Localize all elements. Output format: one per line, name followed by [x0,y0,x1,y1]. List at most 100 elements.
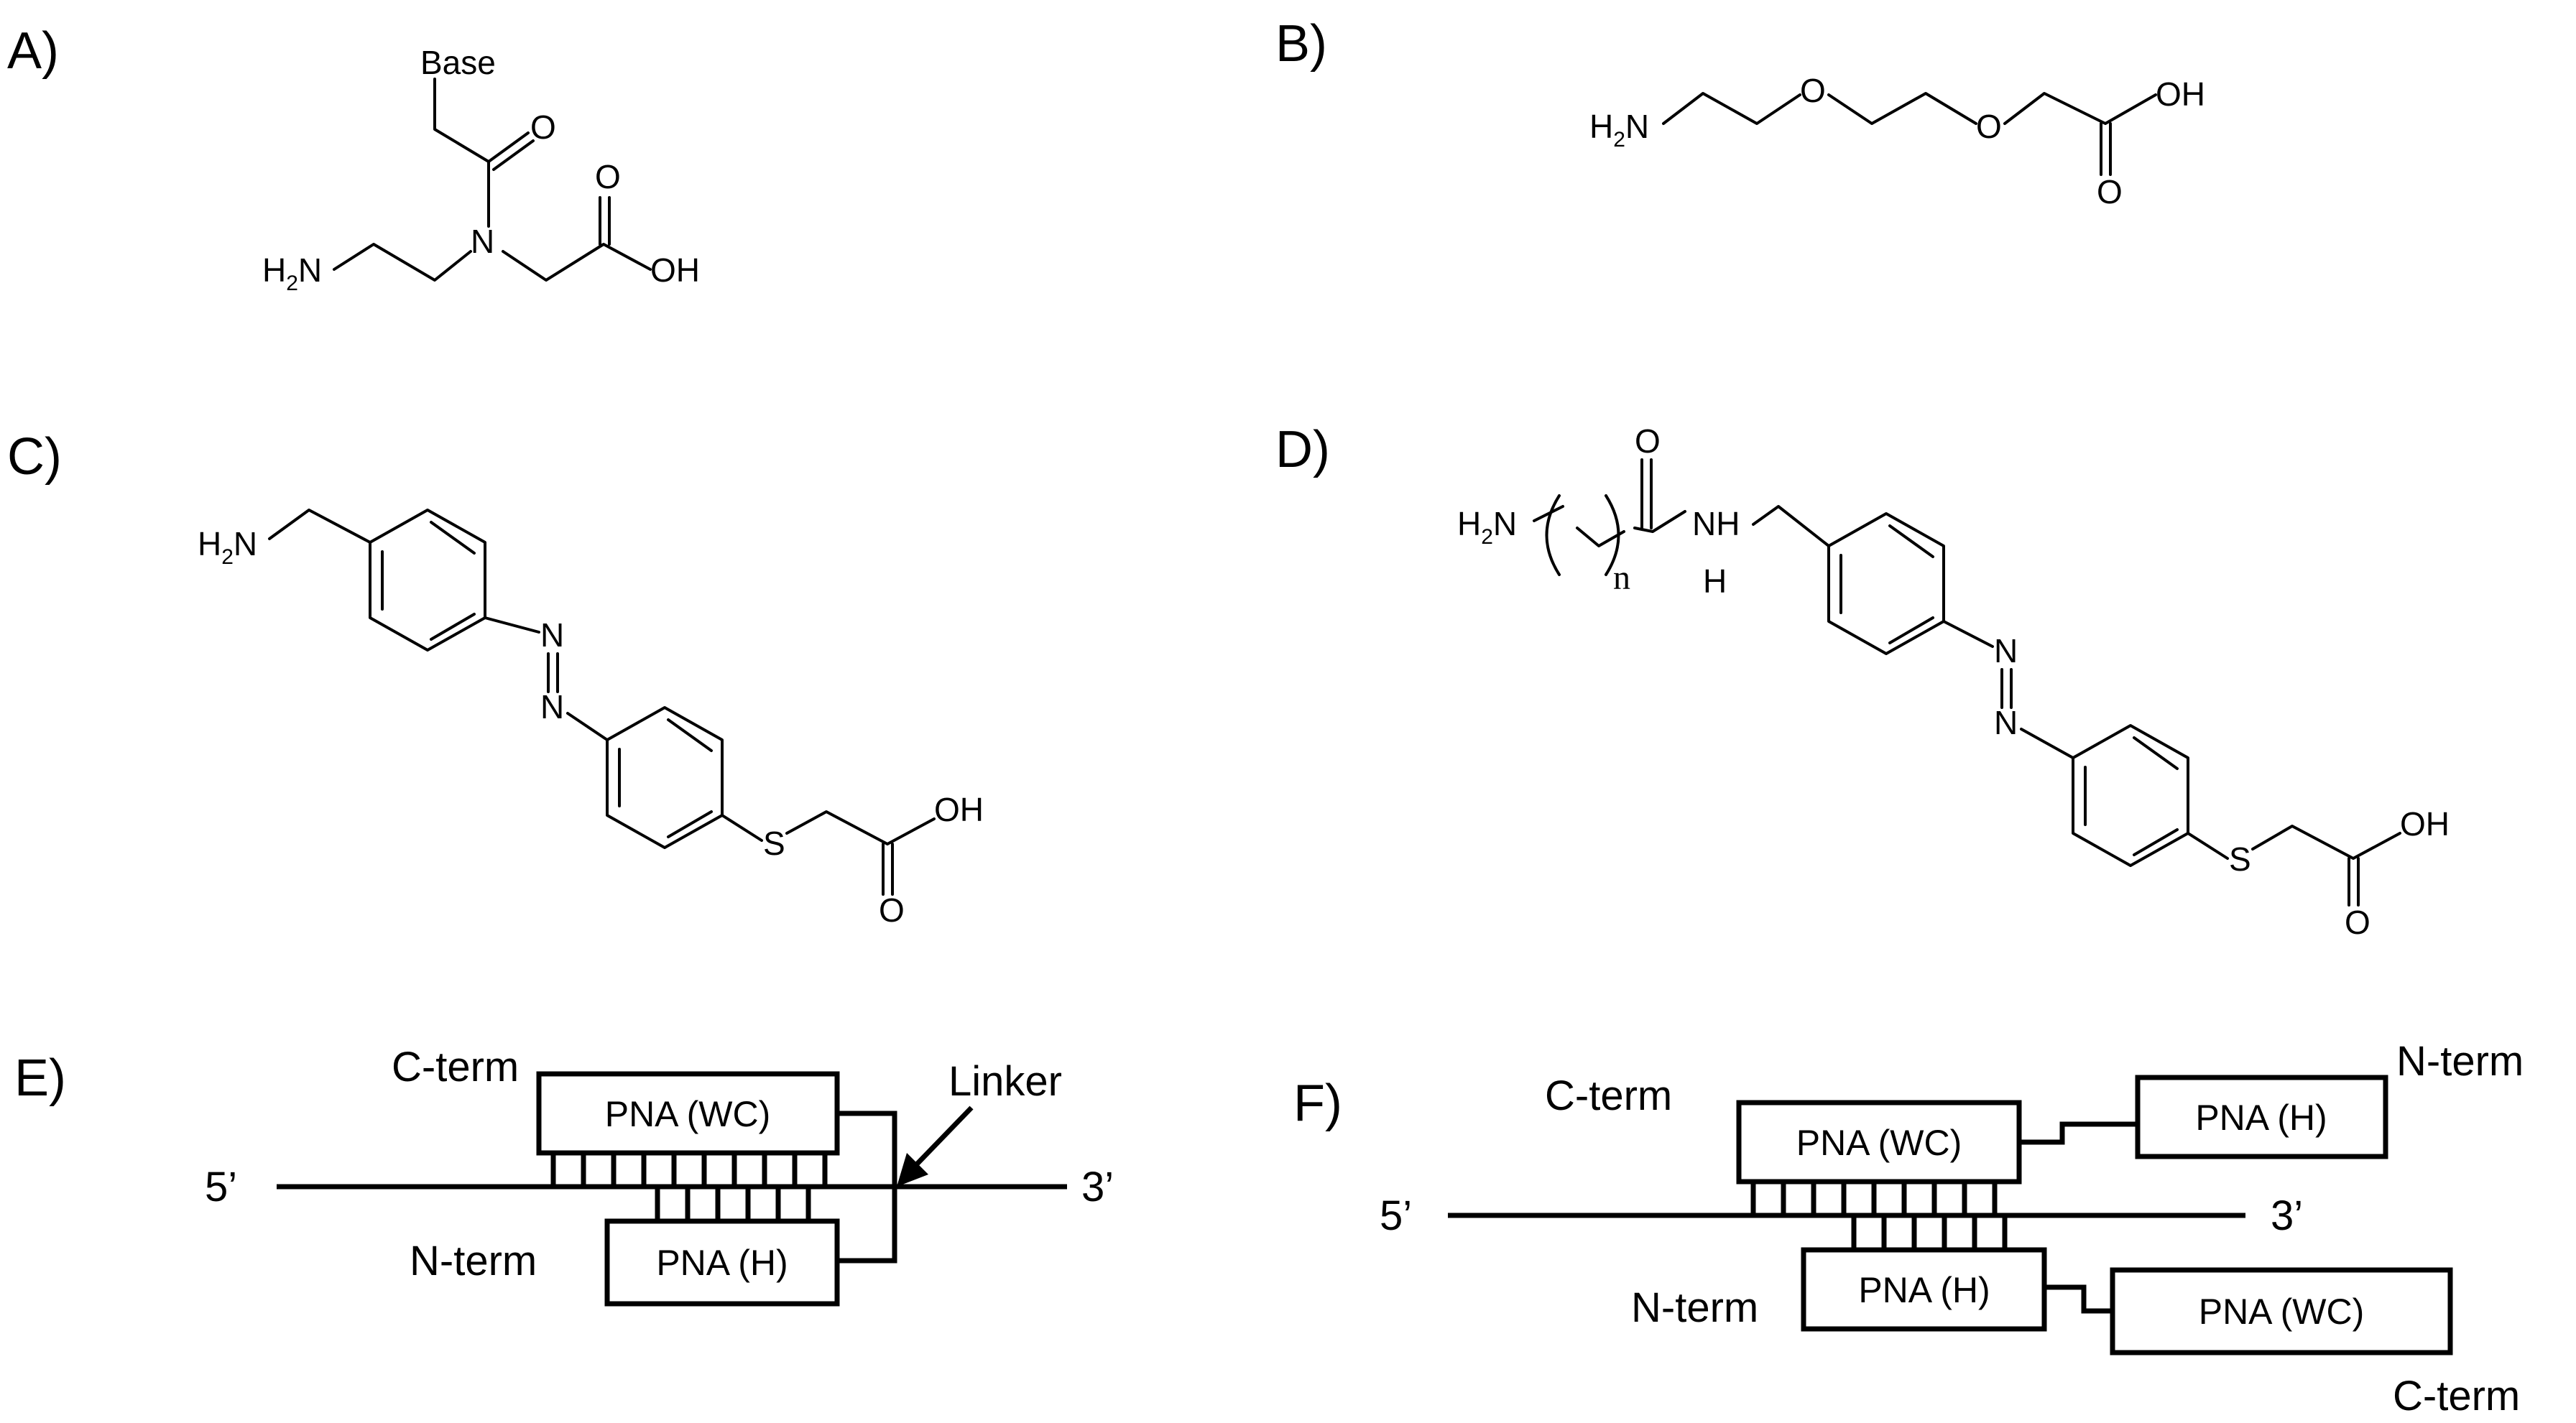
pna-h-box-f [1801,1247,2047,1332]
benzene-ring-2 [606,706,724,849]
bond-repeat-chain [1576,527,1625,547]
bond-azo-double-d [2000,668,2013,709]
hydroxyl-group-c: OH [934,791,984,828]
bond-acid-double [599,196,611,246]
diagram-e-bispna-linked: 5’ 3’ C-term N-term Linker PNA (WC) PNA … [205,1044,1114,1307]
bond-aminoethyl [333,243,472,282]
bond-ring1-azo [484,616,540,634]
tail-linker-bottom [2044,1284,2113,1314]
hydroxyl-group: OH [650,251,700,289]
amine-group: H2N [262,251,322,295]
amine-group-c: H2N [198,525,257,569]
bond-thioacetic-d [2187,825,2401,860]
tail-linker-top [2019,1121,2138,1145]
bond-aminomethyl [268,509,371,544]
bond-chain-1 [1662,92,1801,125]
pna-h-label-e: PNA (H) [656,1243,788,1283]
bond-chain-2 [1827,92,1977,125]
ether-oxygen-2: O [1976,108,2002,145]
n-term-right-f: N-term [2396,1038,2524,1085]
pna-wc-label-f: PNA (WC) [1796,1123,1962,1163]
pna-h-box-e [604,1218,840,1307]
n-term-f: N-term [1631,1284,1758,1331]
bond-ringd1-azo [1942,620,1994,648]
linker-label: Linker [948,1058,1062,1105]
amide-h: H [1703,562,1727,600]
bond-acid-double-b [2100,122,2112,176]
bond-amine-chain [1533,505,1564,522]
diagram-f-bispna-unlinked: 5’ 3’ C-term N-term PNA (WC) PNA (H) PNA… [1380,1038,2524,1419]
pna-wc-box-e [536,1071,840,1156]
panel-label-a: A) [7,22,59,80]
bond-amide-double [487,131,535,171]
linker-line-e [837,1111,897,1264]
c-term-right-f: C-term [2393,1373,2520,1419]
amine-group-d: H2N [1457,505,1517,549]
amide-nh: NH [1692,505,1740,542]
bond-azo-ringd2 [2020,728,2074,759]
benzene-ring-1-inner [381,521,476,641]
pna-wc-right-box [2110,1267,2453,1355]
bond-chain-3 [2003,92,2157,125]
structure-d-extended-linker: H2N n O NH H N N S OH O [1457,422,2450,941]
benzene-ring-1 [369,509,486,652]
bond-base-carbonyl [433,78,490,228]
azo-nitrogen-1: N [540,616,564,654]
panel-label-f: F) [1293,1075,1342,1132]
panel-label-e: E) [14,1049,66,1107]
c-term-f: C-term [1545,1072,1672,1119]
pna-h-right-box [2135,1075,2388,1159]
bond-azo-ring2 [566,712,609,741]
repeat-bracket-left [1545,494,1561,576]
amine-group-b: H2N [1589,108,1649,152]
panel-label-c: C) [7,428,62,486]
base-pairs-h-f [1851,1215,2008,1250]
base-label: Base [420,44,496,81]
n-term-e: N-term [410,1238,537,1284]
bond-thioacetic [721,810,936,845]
thioether-sulfur: S [763,825,785,862]
benzene-ring-2-inner [618,718,713,838]
azo-nitrogen-2: N [540,688,564,726]
pna-wc-label-e: PNA (WC) [605,1094,771,1134]
panel-label-d: D) [1275,421,1330,478]
base-pairs-h-e [655,1187,811,1221]
five-prime-e: 5’ [205,1164,237,1210]
bond-acid-double-d [2348,857,2360,907]
hydroxyl-group-b: OH [2156,75,2205,113]
acid-carbonyl-oxygen-c: O [879,891,905,929]
bond-acid-double-c [882,843,894,896]
acid-carbonyl-oxygen-b: O [2097,173,2123,210]
pna-h-label-f: PNA (H) [1858,1270,1990,1310]
ether-oxygen-1: O [1800,72,1826,109]
benzene-ring-d1-inner [1839,524,1934,644]
bond-azo-double [547,652,559,693]
linker-arrow-head [897,1153,928,1187]
structure-b-aeea-linker: H2N O O OH O [1589,72,2205,210]
bond-benzyl [1752,505,1830,547]
bond-amide-double-d [1640,458,1653,529]
hydroxyl-group-d: OH [2400,805,2450,843]
bond-chain-carbonyl [1633,510,1686,533]
acid-carbonyl-oxygen-d: O [2345,904,2370,941]
repeat-bracket-right [1605,494,1620,576]
base-pairs-wc-f [1750,1182,1998,1215]
pna-wc-right-label: PNA (WC) [2199,1292,2365,1332]
azo-nitrogen-d1: N [1994,632,2018,669]
thioether-sulfur-d: S [2229,840,2251,878]
bond-carboxymethyl [502,243,652,282]
amide-oxygen: O [1635,422,1661,460]
base-pairs-wc-e [550,1153,828,1187]
three-prime-e: 3’ [1081,1164,1114,1210]
azo-nitrogen-d2: N [1994,704,2018,741]
panel-label-b: B) [1275,15,1327,73]
structure-a-pna-monomer: Base O N H2N OH O [262,44,700,295]
acid-carbonyl-oxygen: O [595,158,621,195]
pna-h-right-label: PNA (H) [2195,1098,2327,1138]
repeat-n: n [1613,559,1630,597]
c-term-e: C-term [392,1044,519,1090]
benzene-ring-d2-inner [2084,736,2179,856]
structure-c-azobenzene-linker: H2N N N S OH O [198,509,984,929]
five-prime-f: 5’ [1380,1192,1412,1239]
